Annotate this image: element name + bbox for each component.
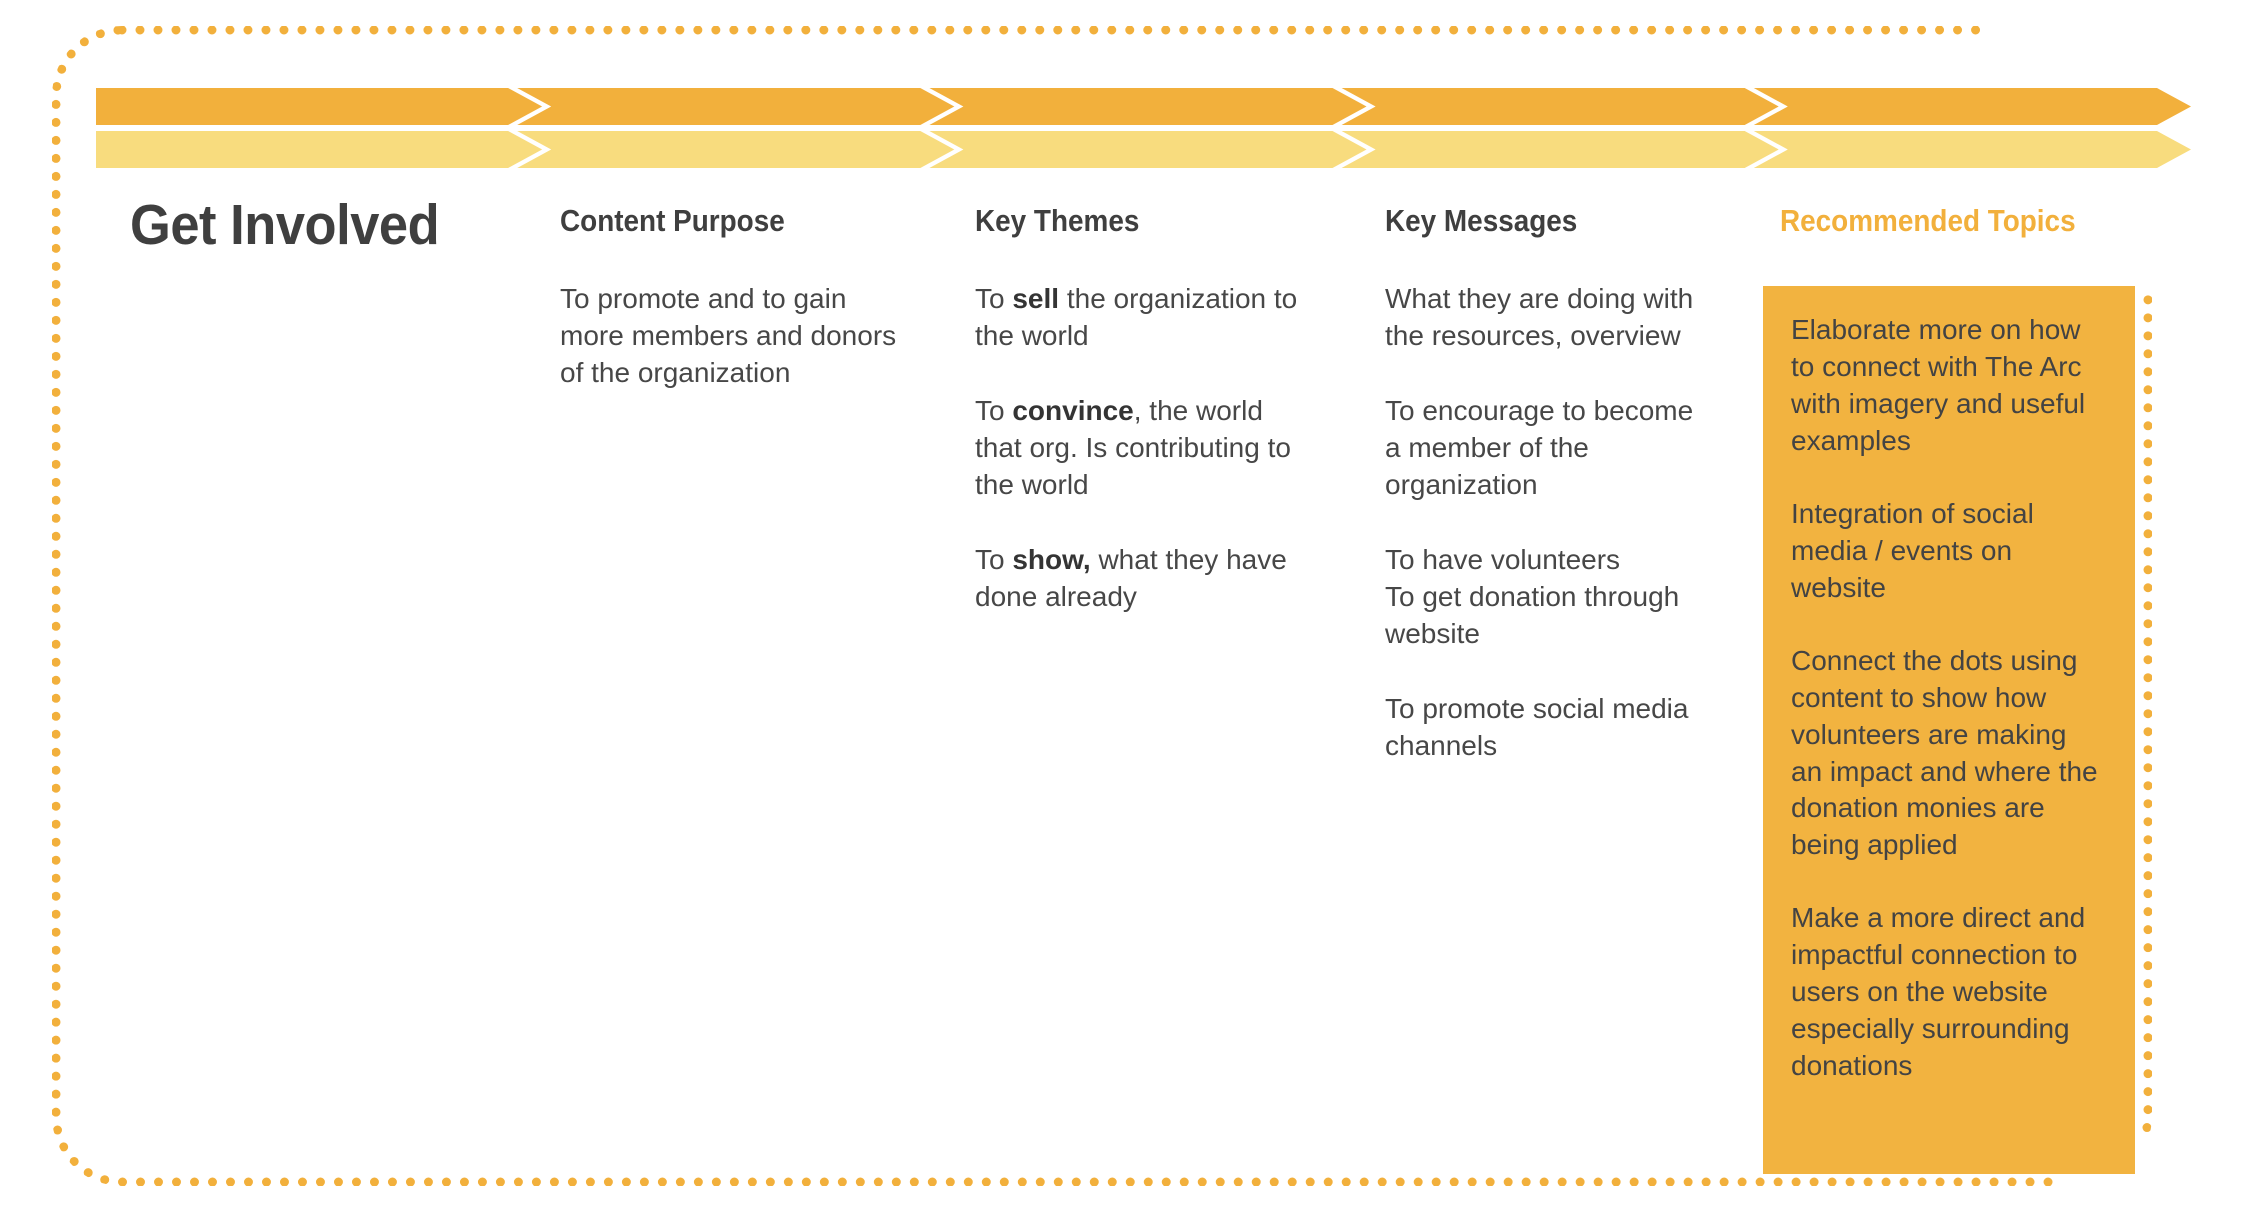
content-columns: Get Involved Content Purpose To promote …: [0, 193, 2262, 1196]
chevron-separator-1-top: [508, 88, 552, 125]
column-key-messages: Key Messages What they are doing with th…: [1385, 196, 1715, 765]
column-header-key-messages: Key Messages: [1385, 203, 1578, 238]
paragraph: To encourage to become a member of the o…: [1385, 393, 1715, 504]
paragraph: Integration of social media / events on …: [1791, 496, 2105, 607]
column-recommended-topics: Recommended Topics: [1780, 196, 2160, 239]
text-run: Integration of social media / events on …: [1791, 497, 2034, 603]
chevron-separator-3-top: [1332, 88, 1376, 125]
paragraph: To promote and to gain more members and …: [560, 281, 900, 392]
chevron-segment-bottom-1: [96, 131, 543, 168]
text-run: To: [975, 283, 1013, 315]
text-run: To promote social media channels: [1385, 692, 1689, 761]
paragraph: To show, what they have done already: [975, 542, 1315, 616]
chevron-segment-top-3: [920, 88, 1367, 125]
text-run: the organization to the world: [975, 283, 1298, 352]
recommended-topics-panel-body: Elaborate more on how to connect with Th…: [1763, 286, 2135, 1085]
paragraph: To convince, the world that org. Is cont…: [975, 393, 1315, 504]
page-title: Get Involved: [130, 193, 440, 257]
column-body-key-messages: What they are doing with the resources, …: [1385, 281, 1715, 765]
recommended-topics-panel: Elaborate more on how to connect with Th…: [1763, 286, 2135, 1174]
text-run: Make a more direct and impactful connect…: [1791, 902, 2086, 1082]
chevron-separator-1-bottom: [508, 131, 552, 168]
chevron-band-bottom-row: [96, 131, 2191, 168]
column-header-content-purpose: Content Purpose: [560, 203, 785, 238]
emphasis-text: sell: [1012, 283, 1060, 315]
chevron-segment-top-1: [96, 88, 543, 125]
chevron-separator-2-top: [920, 88, 964, 125]
paragraph: To promote social media channels: [1385, 691, 1715, 765]
paragraph: To have volunteers: [1385, 542, 1715, 579]
paragraph: What they are doing with the resources, …: [1385, 281, 1715, 355]
paragraph: To sell the organization to the world: [975, 281, 1315, 355]
chevron-separator-2-bottom: [920, 131, 964, 168]
text-run: Elaborate more on how to connect with Th…: [1791, 314, 2086, 456]
text-run: To have volunteers: [1385, 543, 1621, 575]
column-header-recommended-topics: Recommended Topics: [1780, 203, 2076, 238]
emphasis-text: convince: [1012, 395, 1134, 427]
column-key-themes: Key Themes To sell the organization to t…: [975, 196, 1315, 616]
chevron-segment-bottom-5: [1744, 131, 2191, 168]
paragraph: Make a more direct and impactful connect…: [1791, 900, 2105, 1085]
paragraph: Elaborate more on how to connect with Th…: [1791, 312, 2105, 460]
paragraph: Connect the dots using content to show h…: [1791, 643, 2105, 865]
chevron-segment-bottom-3: [920, 131, 1367, 168]
text-run: To promote and to gain more members and …: [560, 283, 897, 389]
paragraph: To get donation through website: [1385, 579, 1715, 653]
chevron-segment-top-5: [1744, 88, 2191, 125]
column-body-content-purpose: To promote and to gain more members and …: [560, 281, 900, 392]
text-run: To encourage to become a member of the o…: [1385, 395, 1694, 500]
text-run: What they are doing with the resources, …: [1385, 283, 1694, 352]
text-run: To: [975, 543, 1013, 575]
text-run: To: [975, 395, 1013, 427]
text-run: To get donation through website: [1385, 580, 1680, 649]
column-header-key-themes: Key Themes: [975, 203, 1140, 238]
text-run: , the world that org. Is contributing to…: [975, 395, 1291, 500]
chevron-separator-4-bottom: [1744, 131, 1788, 168]
chevron-separator-3-bottom: [1332, 131, 1376, 168]
chevron-segment-bottom-2: [508, 131, 955, 168]
text-run: what they have done already: [975, 543, 1287, 612]
chevron-segment-bottom-4: [1332, 131, 1779, 168]
chevron-process-band: [96, 88, 2191, 168]
column-content-purpose: Content Purpose To promote and to gain m…: [560, 196, 900, 392]
chevron-segment-top-4: [1332, 88, 1779, 125]
emphasis-text: show,: [1012, 543, 1091, 575]
chevron-separator-4-top: [1744, 88, 1788, 125]
chevron-band-top-row: [96, 88, 2191, 125]
chevron-segment-top-2: [508, 88, 955, 125]
column-title-block: Get Involved: [130, 193, 510, 257]
text-run: Connect the dots using content to show h…: [1791, 644, 2098, 861]
